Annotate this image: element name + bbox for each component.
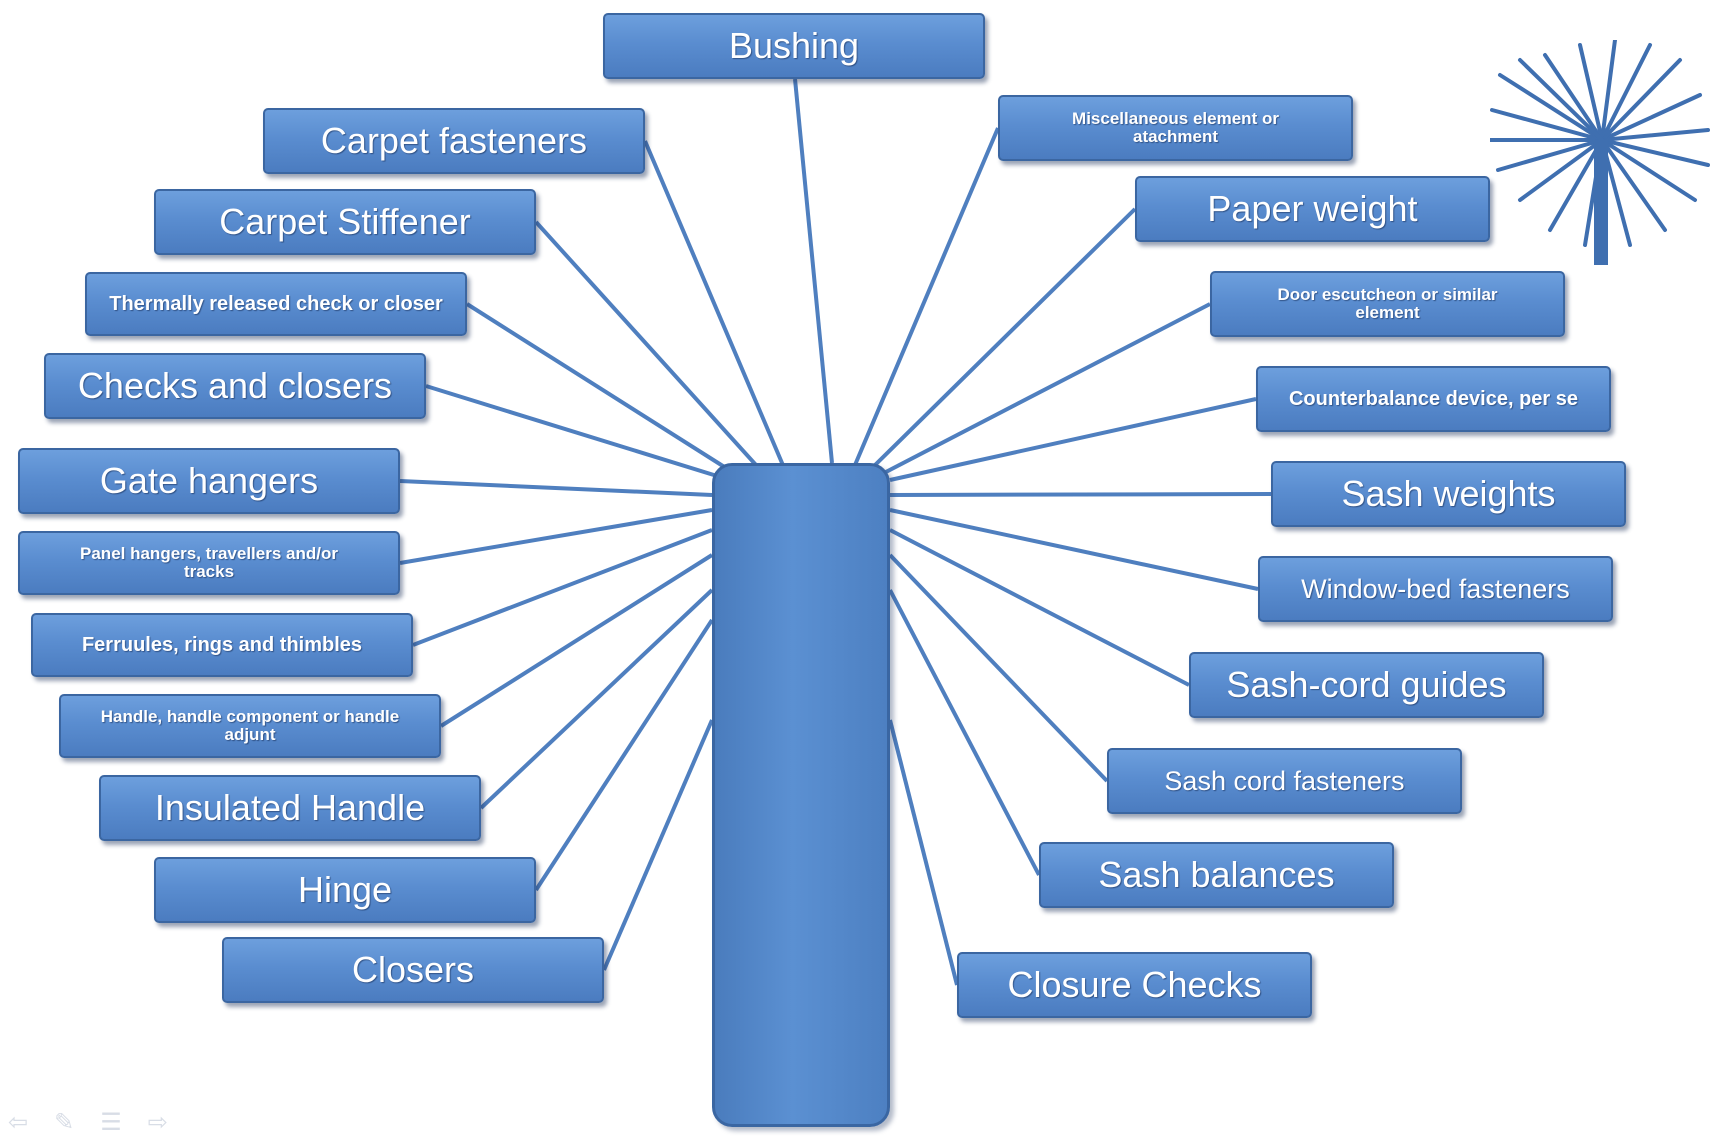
- node-gate-hangers: Gate hangers: [18, 448, 400, 514]
- connector-sash-cord-guides: [889, 528, 1190, 687]
- connector-thermally-released: [465, 302, 747, 482]
- connector-door-escutcheon: [879, 302, 1211, 477]
- connector-closers: [602, 719, 714, 971]
- slide-nav: ⇦ ✎ ☰ ⇨: [8, 1108, 168, 1137]
- node-bushing: Bushing: [603, 13, 985, 79]
- node-closure-checks: Closure Checks: [957, 952, 1312, 1018]
- connector-window-bed: [889, 508, 1259, 591]
- connector-carpet-stiffener: [534, 220, 767, 477]
- connector-panel-hangers: [399, 508, 713, 565]
- node-closers: Closers: [222, 937, 604, 1003]
- node-checks-and-closers: Checks and closers: [44, 353, 426, 419]
- node-paper-weight: Paper weight: [1135, 176, 1490, 242]
- node-door-escutcheon: Door escutcheon or similar element: [1210, 271, 1565, 337]
- connector-ferrules: [412, 528, 713, 647]
- connector-checks-and-closers: [425, 384, 731, 482]
- forward-arrow-icon[interactable]: ⇨: [147, 1109, 168, 1136]
- node-carpet-stiffener: Carpet Stiffener: [154, 189, 536, 255]
- node-counterbalance: Counterbalance device, per se: [1256, 366, 1611, 432]
- node-carpet-fasteners: Carpet fasteners: [263, 108, 645, 174]
- node-thermally-released: Thermally released check or closer: [85, 272, 467, 336]
- starburst-icon: [1490, 40, 1710, 265]
- back-arrow-icon[interactable]: ⇦: [8, 1109, 29, 1136]
- node-misc-element: Miscellaneous element or atachment: [998, 95, 1353, 161]
- connector-closure-checks: [888, 719, 959, 986]
- node-sash-cord-guides: Sash-cord guides: [1189, 652, 1544, 718]
- connector-sash-cord-fasteners: [888, 553, 1109, 783]
- node-panel-hangers: Panel hangers, travellers and/or tracks: [18, 531, 400, 595]
- connector-bushing: [793, 78, 834, 464]
- connector-sash-weights: [889, 492, 1272, 497]
- connector-handle-component: [439, 553, 714, 728]
- node-ferrules: Ferruules, rings and thimbles: [31, 613, 413, 677]
- node-hinge: Hinge: [154, 857, 536, 923]
- connector-misc-element: [853, 127, 1000, 466]
- connector-paper-weight: [868, 207, 1137, 472]
- node-handle-component: Handle, handle component or handle adjun…: [59, 694, 441, 758]
- node-sash-balances: Sash balances: [1039, 842, 1394, 908]
- connector-hinge: [534, 618, 714, 892]
- connector-insulated-handle: [479, 588, 714, 810]
- connector-counterbalance: [889, 397, 1257, 482]
- node-insulated-handle: Insulated Handle: [99, 775, 481, 841]
- menu-icon[interactable]: ☰: [100, 1109, 122, 1136]
- pen-icon[interactable]: ✎: [54, 1109, 75, 1136]
- connector-carpet-fasteners: [643, 140, 787, 471]
- node-sash-weights: Sash weights: [1271, 461, 1626, 527]
- connector-gate-hangers: [399, 479, 713, 497]
- node-sash-cord-fasteners: Sash cord fasteners: [1107, 748, 1462, 814]
- central-trunk: [712, 463, 890, 1127]
- node-window-bed: Window-bed fasteners: [1258, 556, 1613, 622]
- connector-sash-balances: [888, 589, 1041, 876]
